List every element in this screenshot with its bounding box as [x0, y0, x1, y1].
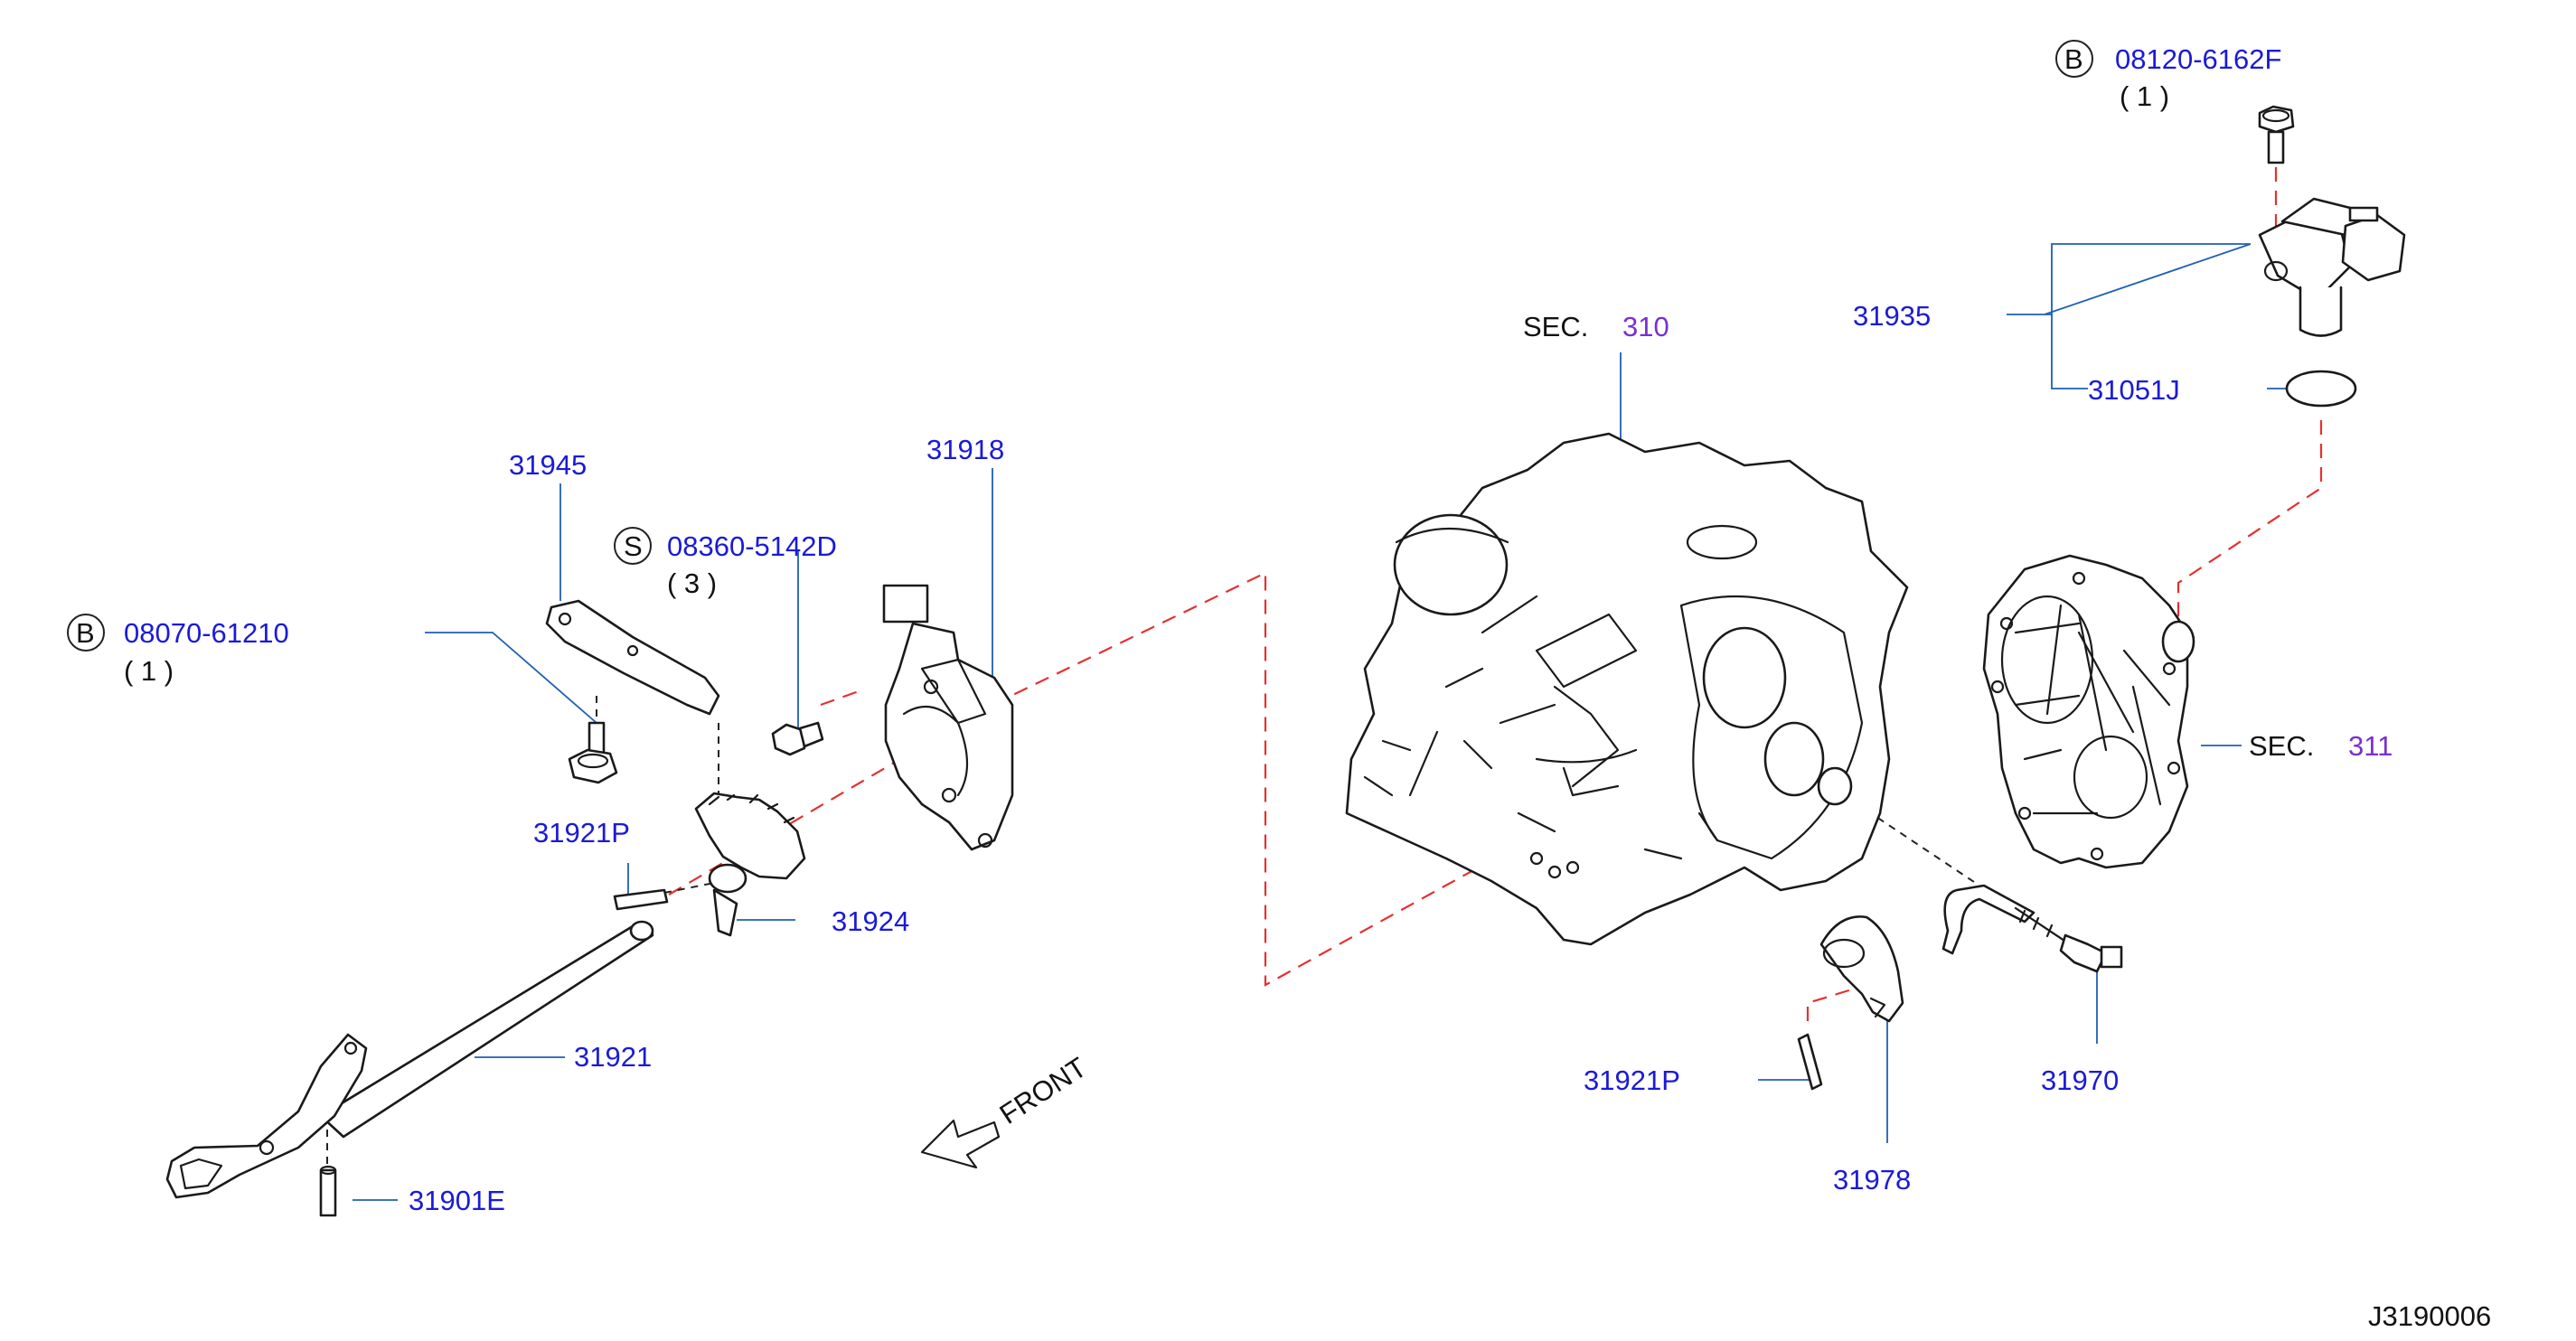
- sensor-cable: [1941, 884, 2123, 973]
- qty-08120: ( 1 ): [2120, 80, 2169, 112]
- qty-08360: ( 3 ): [667, 567, 717, 599]
- qty-08070: ( 1 ): [124, 655, 174, 687]
- manual-lever: [694, 792, 806, 937]
- pin-31901e: [319, 1165, 337, 1217]
- labels: B 08120-6162F ( 1 ) 31935 31051J SEC. 31…: [67, 40, 2491, 1332]
- badge-b-top: [2055, 40, 2093, 78]
- badge-b-left: [67, 614, 105, 652]
- badge-b-top-letter: B: [2064, 43, 2083, 75]
- badge-s-letter: S: [624, 530, 643, 562]
- label-31978: 31978: [1833, 1164, 1911, 1196]
- front-arrow: FRONT: [920, 1051, 1093, 1169]
- badge-s: [614, 527, 652, 565]
- badge-b-left-letter: B: [76, 617, 95, 649]
- label-31901e: 31901E: [409, 1185, 505, 1216]
- label-31921p-right: 31921P: [1584, 1064, 1680, 1096]
- label-31918: 31918: [926, 434, 1004, 465]
- code-08120: 08120-6162F: [2115, 43, 2281, 75]
- side-cover: [1982, 554, 2195, 869]
- label-31935: 31935: [1853, 300, 1931, 332]
- code-08360: 08360-5142D: [667, 530, 837, 562]
- leader-lines: [353, 243, 2314, 1201]
- sec-310-prefix: SEC.: [1523, 311, 1588, 342]
- code-08070: 08070-61210: [124, 617, 289, 649]
- inhibitor-switch: [882, 584, 1014, 851]
- label-31051j: 31051J: [2088, 374, 2180, 406]
- bracket-31945: [545, 599, 720, 716]
- label-31921p-left: 31921P: [533, 817, 630, 849]
- sec-311-number: 311: [2348, 730, 2393, 762]
- transmission-case: [1345, 432, 1909, 946]
- manual-shaft: [165, 920, 654, 1199]
- label-31921: 31921: [574, 1041, 652, 1073]
- pin-right: [1797, 1033, 1823, 1091]
- label-31945: 31945: [509, 449, 587, 481]
- bolt-left: [568, 721, 618, 784]
- front-label: FRONT: [994, 1051, 1093, 1130]
- label-31924: 31924: [832, 905, 909, 937]
- sec-311-prefix: SEC.: [2249, 730, 2314, 762]
- detent-part: [1819, 915, 1904, 1023]
- speed-sensor: [2258, 197, 2406, 408]
- screw-s: [771, 721, 824, 756]
- pin-left: [613, 888, 669, 911]
- assembly-lines: [326, 167, 2323, 1170]
- sec-310-number: 310: [1622, 311, 1669, 342]
- label-31970: 31970: [2041, 1064, 2119, 1096]
- diagram-id: J3190006: [2368, 1300, 2491, 1332]
- bolt-top: [2258, 105, 2295, 164]
